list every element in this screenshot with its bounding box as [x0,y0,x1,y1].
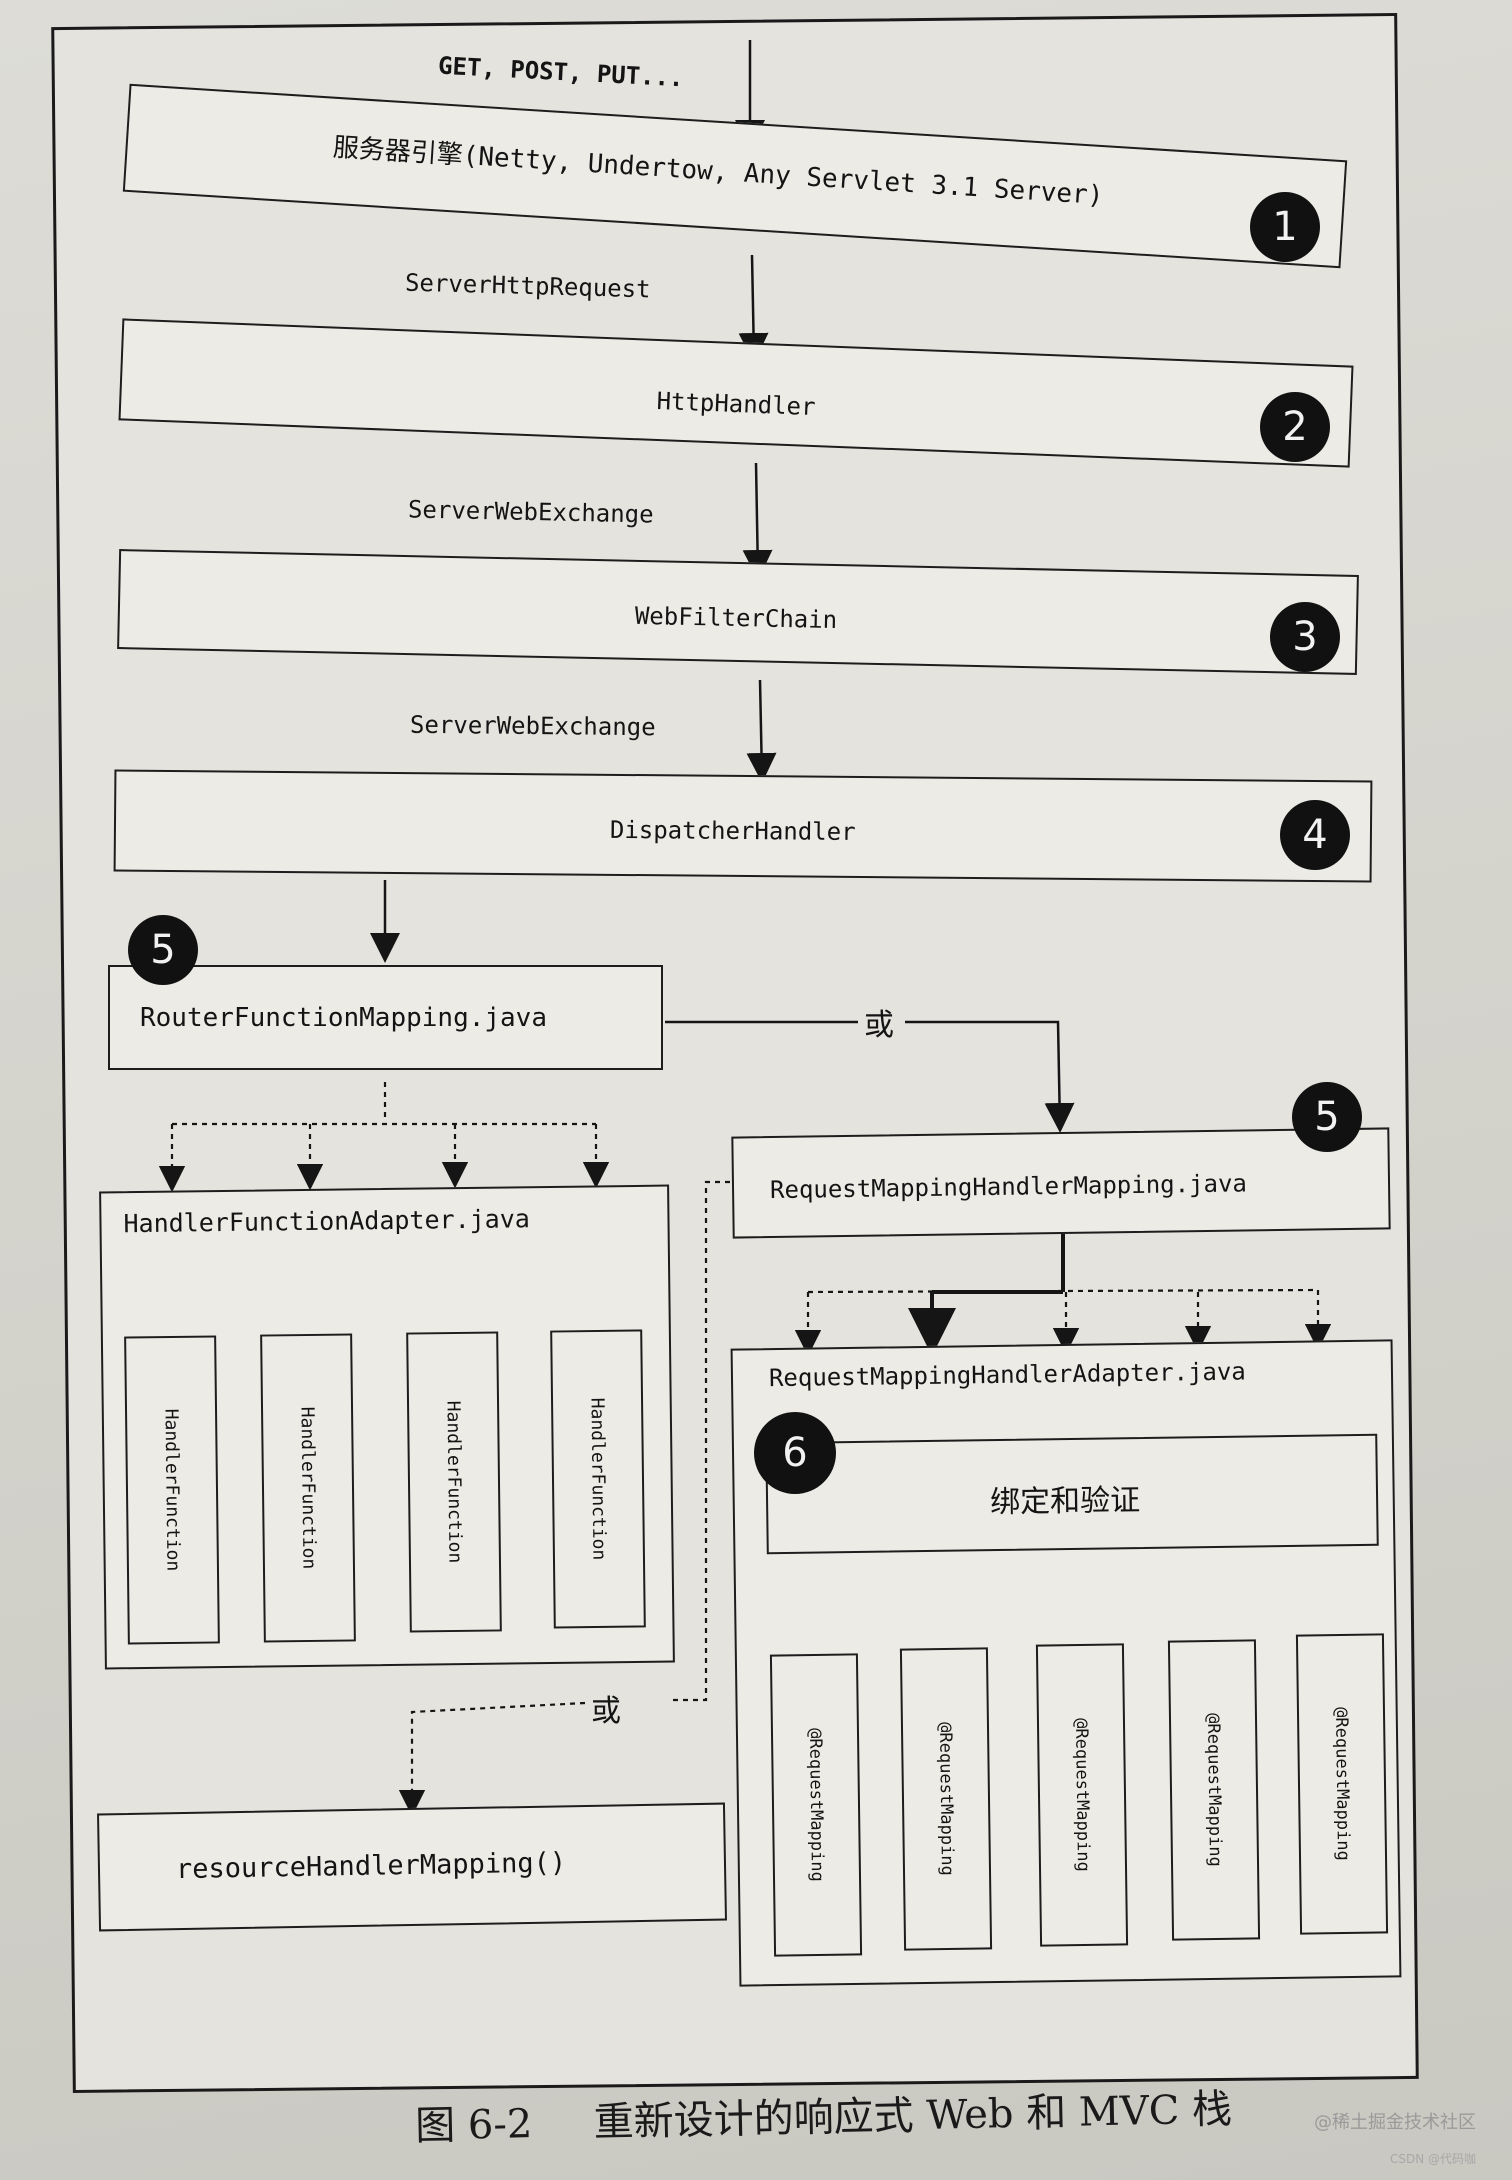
request-mapping-label-5: @RequestMapping [1330,1707,1354,1861]
request-mapping-label-1: @RequestMapping [804,1728,828,1882]
server-web-exchange-label-1: ServerWebExchange [407,495,654,529]
request-mapping-column-2: @RequestMapping [899,1647,993,1951]
or-label-1: 或 [858,1000,900,1044]
handler-function-label-1: HandlerFunction [160,1408,184,1572]
request-mapping-label-2: @RequestMapping [934,1722,958,1876]
step-badge-2: 2 [1260,392,1330,462]
handler-function-column-4: HandlerFunction [550,1329,646,1629]
dispatcher-handler-label: DispatcherHandler [609,815,856,846]
step-badge-3: 3 [1270,602,1340,672]
http-handler-label: HttpHandler [656,386,817,422]
or-label-2: 或 [585,1686,627,1730]
step-badge-5a: 5 [128,915,198,985]
watermark-small: CSDN @代码咖 [1389,2152,1476,2166]
handler-function-column-3: HandlerFunction [406,1331,502,1633]
binding-validation-box: 绑定和验证 [765,1433,1379,1555]
server-engine-label: 服务器引擎(Netty, Undertow, Any Servlet 3.1 S… [332,132,1105,212]
router-function-mapping-box: RouterFunctionMapping.java [108,965,663,1070]
step-badge-5b: 5 [1292,1082,1362,1152]
step-badge-4: 4 [1280,800,1350,870]
request-mapping-label-4: @RequestMapping [1202,1713,1226,1867]
resource-handler-mapping-box: resourceHandlerMapping() [97,1802,727,1932]
binding-validation-label: 绑定和验证 [989,1483,1141,1521]
figure-number: 图 6-2 [414,2101,533,2150]
request-mapping-column-5: @RequestMapping [1295,1633,1389,1935]
handler-function-label-4: HandlerFunction [586,1397,610,1561]
watermark: @稀土掘金技术社区 [1314,2112,1476,2133]
step-badge-6: 6 [754,1412,836,1494]
dispatcher-handler-box: DispatcherHandler [113,769,1373,883]
request-mapping-column-4: @RequestMapping [1167,1639,1261,1941]
handler-function-column-1: HandlerFunction [124,1335,220,1645]
handler-function-column-2: HandlerFunction [260,1333,356,1643]
step-badge-1: 1 [1250,192,1320,262]
web-filter-chain-label: WebFilterChain [634,601,838,635]
request-mapping-handler-mapping-box: RequestMappingHandlerMapping.java [731,1127,1391,1239]
resource-handler-mapping-label: resourceHandlerMapping() [175,1847,567,1886]
request-mapping-handler-mapping-label: RequestMappingHandlerMapping.java [769,1169,1248,1205]
request-mapping-column-1: @RequestMapping [769,1653,863,1957]
request-mapping-handler-adapter-label: RequestMappingHandlerAdapter.java [768,1357,1246,1393]
request-mapping-label-3: @RequestMapping [1070,1718,1094,1872]
handler-function-adapter-label: HandlerFunctionAdapter.java [123,1204,531,1239]
server-web-exchange-label-2: ServerWebExchange [409,710,656,742]
router-function-mapping-label: RouterFunctionMapping.java [140,1003,547,1033]
handler-function-label-3: HandlerFunction [442,1400,466,1564]
request-mapping-column-3: @RequestMapping [1035,1643,1129,1947]
handler-function-label-2: HandlerFunction [296,1406,320,1570]
